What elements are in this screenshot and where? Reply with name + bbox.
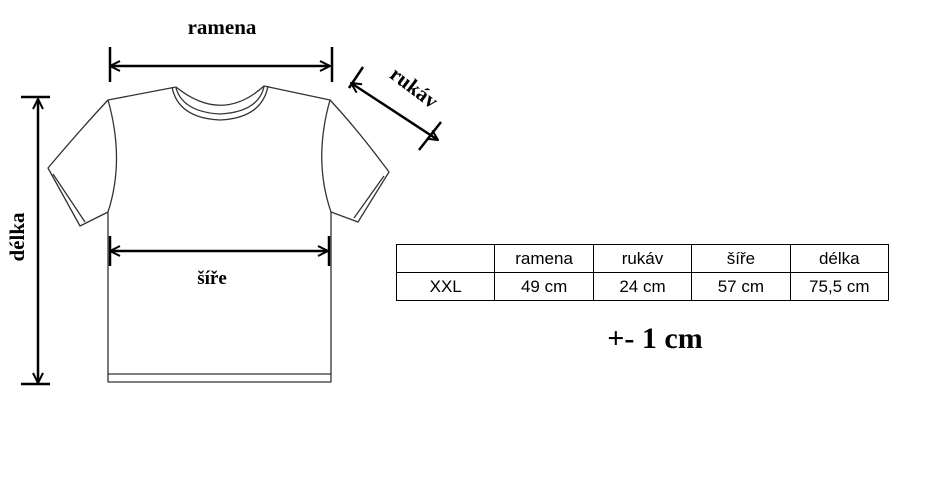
sleeve-tick-top: [347, 66, 365, 89]
table-cell: XXL: [395, 272, 496, 301]
table-header-row: ramena rukáv šíře délka: [395, 244, 890, 273]
table-cell: 75,5 cm: [789, 272, 890, 301]
table-header-cell: [395, 244, 496, 273]
table-cell: 24 cm: [592, 272, 693, 301]
right-sleeve-seam: [321, 99, 332, 213]
tshirt-collar-inner: [175, 86, 265, 115]
table-cell: 49 cm: [494, 272, 594, 301]
table-cell: 57 cm: [691, 272, 791, 301]
left-sleeve-hem: [52, 173, 86, 223]
tshirt-collar: [171, 85, 269, 121]
left-sleeve-seam: [107, 99, 118, 213]
size-table: ramena rukáv šíře délka XXL 49 cm 24 cm …: [395, 244, 890, 301]
table-header-cell: délka: [789, 244, 890, 273]
table-row: XXL 49 cm 24 cm 57 cm 75,5 cm: [395, 272, 890, 301]
width-label: šíře: [197, 268, 227, 289]
tolerance-note: +- 1 cm: [607, 322, 703, 355]
right-sleeve-hem: [353, 175, 385, 219]
shoulders-label: ramena: [188, 15, 257, 39]
length-label: délka: [5, 212, 29, 262]
table-header-cell: ramena: [494, 244, 594, 273]
tshirt-outline: [47, 85, 390, 383]
measurement-arrows: [21, 47, 442, 386]
sleeve-tick-bottom: [418, 121, 442, 151]
sleeve-arrow: [351, 83, 438, 140]
table-header-cell: šíře: [691, 244, 791, 273]
table-header-cell: rukáv: [592, 244, 693, 273]
sleeve-label: rukáv: [386, 62, 444, 114]
tshirt-body: [47, 85, 390, 383]
